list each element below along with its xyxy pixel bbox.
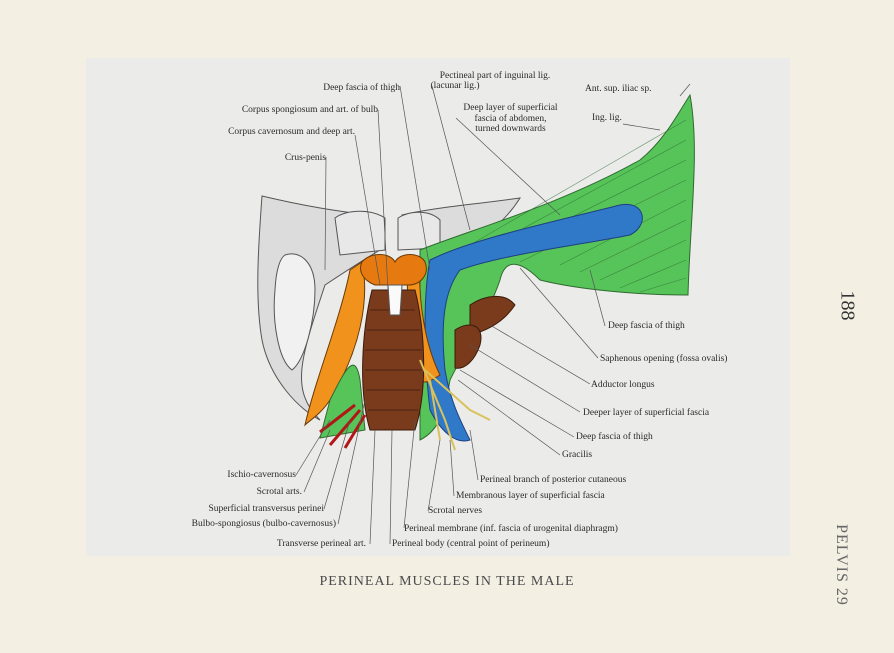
scrotal-arteries	[319, 403, 367, 449]
page-number: 188	[836, 290, 859, 321]
ischiocavernosus-left	[304, 261, 366, 427]
label-crus-penis: Crus-penis	[284, 153, 326, 163]
corpora-tops	[360, 254, 427, 286]
obturator-foramen	[273, 253, 316, 371]
green-fascia-left	[319, 364, 366, 439]
label-corpus-cavernosum: Corpus cavernosum and deep art.	[228, 127, 355, 137]
label-gracilis: Gracilis	[562, 450, 593, 460]
label-scrotal-nerves: Scrotal nerves	[428, 506, 483, 516]
label-transverse-perineal: Transverse perineal art.	[276, 539, 366, 549]
figure-caption: PERINEAL MUSCLES IN THE MALE	[319, 574, 575, 589]
label-saphenous: Saphenous opening (fossa ovalis)	[600, 354, 728, 364]
label-deeper-layer: Deeper layer of superficial fascia	[583, 408, 710, 418]
label-deep-fascia-thigh-right: Deep fascia of thigh	[608, 321, 685, 331]
corpus-spongiosum-white	[387, 284, 403, 316]
label-perineal-branch: Perineal branch of posterior cutaneous	[480, 475, 627, 485]
label-perineal-body: Perineal body (central point of perineum…	[392, 539, 550, 549]
scrotal-nerves	[419, 359, 491, 451]
label-perineal-membrane: Perineal membrane (inf. fascia of urogen…	[404, 524, 618, 534]
label-superficial-transversus: Superficial transversus perinei	[208, 504, 324, 514]
label-ing-lig: Ing. lig.	[592, 113, 622, 123]
label-ischio: Ischio-cavernosus	[227, 470, 296, 480]
label-corpus-spongiosum: Corpus spongiosum and art. of bulb	[241, 105, 378, 115]
label-deep-fascia-thigh-lower: Deep fascia of thigh	[576, 432, 653, 442]
label-deep-layer-1: Deep layer of superficial	[463, 103, 558, 113]
label-bulbo: Bulbo-spongiosus (bulbo-cavernosus)	[191, 519, 336, 529]
label-pectineal-1: Pectineal part of inguinal lig.	[439, 71, 551, 81]
label-deep-layer-2: fascia of abdomen,	[474, 114, 547, 124]
label-scrotal-arts: Scrotal arts.	[256, 487, 302, 497]
label-ant-sup-iliac: Ant. sup. iliac sp.	[585, 84, 652, 94]
superficial-fascia-blue	[424, 203, 643, 442]
label-pectineal-2: (lacunar lig.)	[430, 81, 480, 91]
adductor-muscle	[469, 295, 516, 336]
gracilis-muscle	[454, 324, 482, 369]
label-deep-layer-3: turned downwards	[475, 124, 546, 134]
label-adductor: Adductor longus	[591, 380, 655, 390]
section-label: PELVIS 29	[832, 524, 850, 606]
label-deep-fascia-thigh-top: Deep fascia of thigh	[323, 83, 400, 93]
leader-lines	[295, 83, 691, 545]
label-membranous: Membranous layer of superficial fascia	[456, 491, 605, 501]
bulbospongiosus	[362, 289, 425, 431]
